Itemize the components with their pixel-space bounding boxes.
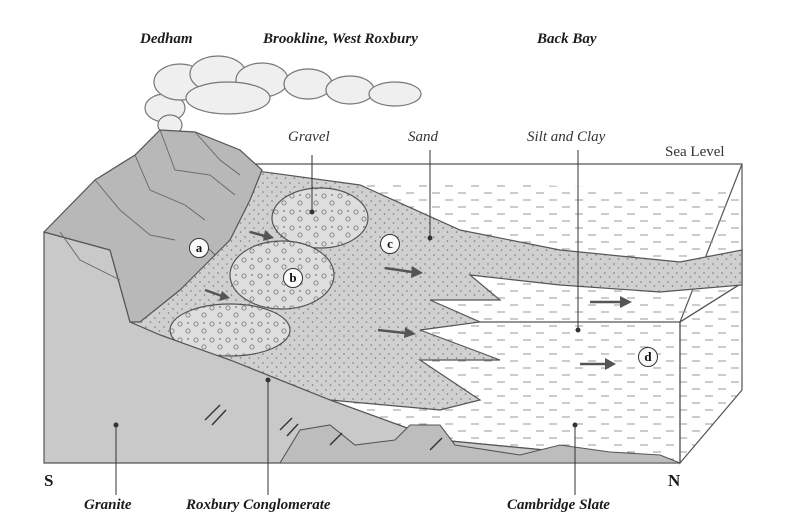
label-sea-level: Sea Level [665,144,725,160]
label-roxbury-conglomerate: Roxbury Conglomerate [186,497,331,513]
flow-arrowheads [219,230,632,370]
label-cambridge-slate: Cambridge Slate [507,497,610,513]
label-gravel: Gravel [288,129,330,145]
label-brookline-west-roxbury: Brookline, West Roxbury [263,31,418,47]
gravel-deposits [169,187,369,357]
cambridge-slate-bedrock [279,424,681,464]
fault-marks [204,404,443,451]
volcanic-plume [144,55,422,136]
marker-d: d [638,347,658,367]
flow-arrows [204,230,620,366]
leader-lines [113,150,581,495]
label-silt-and-clay: Silt and Clay [527,129,606,145]
label-granite: Granite [84,497,132,513]
volcanic-upland [42,129,263,323]
label-back-bay: Back Bay [537,31,597,47]
direction-north: N [668,471,681,490]
label-dedham: Dedham [140,31,193,47]
marker-b: b [283,268,303,288]
direction-south: S [44,471,54,490]
label-sand: Sand [408,129,438,145]
marker-c: c [380,234,400,254]
marker-a: a [189,238,209,258]
